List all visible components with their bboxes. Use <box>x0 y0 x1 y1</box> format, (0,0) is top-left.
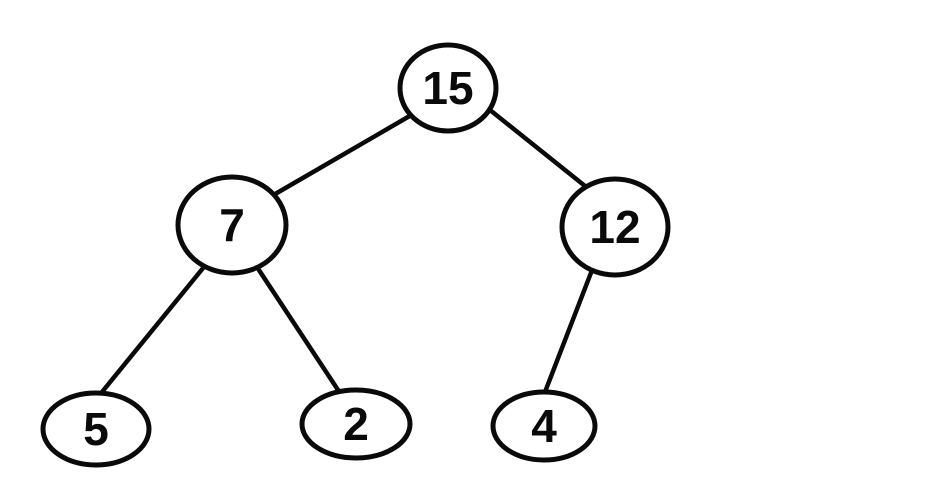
edge-7-2 <box>252 261 343 396</box>
node-label-12: 12 <box>589 201 640 253</box>
node-circle-2 <box>299 387 413 461</box>
edge-15-7 <box>267 107 423 200</box>
node-circle-12 <box>559 176 671 278</box>
node-circle-4 <box>490 389 598 463</box>
node-circle-15 <box>397 42 499 134</box>
node-label-7: 7 <box>219 199 245 251</box>
node-label-4: 4 <box>531 400 557 452</box>
edge-7-5 <box>99 259 211 395</box>
tree-node-4: 4 <box>490 389 598 463</box>
node-label-15: 15 <box>422 62 473 114</box>
tree-node-15: 15 <box>397 42 499 134</box>
node-label-5: 5 <box>83 403 109 455</box>
tree-node-5: 5 <box>40 390 152 468</box>
tree-node-12: 12 <box>559 176 671 278</box>
node-circle-7 <box>175 174 289 276</box>
node-label-2: 2 <box>343 398 369 450</box>
edge-12-4 <box>542 262 597 395</box>
edge-15-12 <box>482 103 593 193</box>
tree-node-7: 7 <box>175 174 289 276</box>
tree-node-2: 2 <box>299 387 413 461</box>
node-circle-5 <box>40 390 152 468</box>
